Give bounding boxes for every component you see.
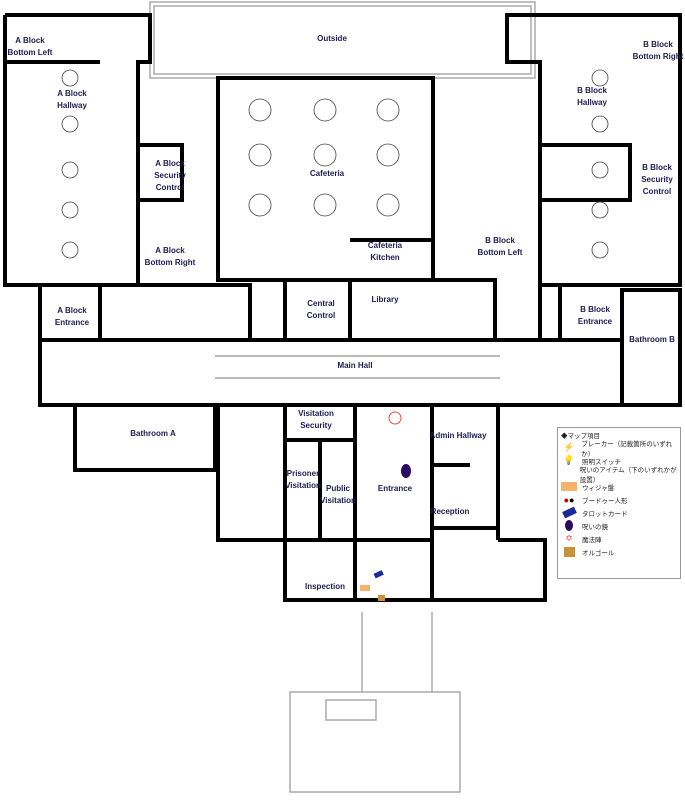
tarot-card-icon [561,506,577,519]
haunted-mirror-icon [561,520,577,531]
legend-title: ◆マップ項目 [561,432,600,440]
breaker-icon: ⚡ [562,442,575,452]
legend-item: 呪いの鏡 [558,519,680,532]
legend-item: ●●ブードゥー人形 [558,493,680,506]
music-box-icon [561,546,577,557]
tarot-card-marker [373,570,384,579]
legend-item: ウィジャ盤 [558,480,680,493]
legend-item: 呪いのアイテム（下のいずれかが設置） [579,466,677,484]
ouija-board-marker [360,585,370,591]
room-cafeteria: Cafeteria [309,169,345,178]
room-entrance: Entrance [377,484,413,493]
legend-item: ✡魔法陣 [558,532,680,545]
room-reception: Reception [430,507,470,516]
legend-item: ⚡ブレーカー（記載箇所のいずれか） [562,440,673,458]
room-admin-hallway: Admin Hallway [429,431,487,440]
voodoo-doll-icon: ●● [563,494,575,505]
map-legend: ◆マップ項目 ⚡ブレーカー（記載箇所のいずれか） 💡照明スイッチ 呪いのアイテム… [557,427,681,579]
music-box-marker [378,595,385,601]
parking-lot [289,691,461,793]
ouija-board-icon [561,482,577,491]
room-main-hall: Main Hall [337,361,373,370]
legend-item: タロットカード [558,506,680,519]
a-block-walls [3,13,152,287]
b-block-walls [505,13,682,287]
room-library: Library [371,295,399,304]
room-outside: Outside [317,34,347,43]
room-inspection: Inspection [304,582,346,591]
summoning-circle-icon: ✡ [565,533,573,543]
room-bathroom-b: Bathroom B [629,335,675,344]
legend-item: 💡照明スイッチ [558,454,680,467]
room-bathroom-a: Bathroom A [130,429,176,438]
cafeteria-walls [216,76,435,282]
summoning-circle-marker [388,411,402,425]
haunted-mirror-marker [401,464,411,478]
light-switch-icon: 💡 [563,455,575,465]
legend-item: オルゴール [558,545,680,558]
